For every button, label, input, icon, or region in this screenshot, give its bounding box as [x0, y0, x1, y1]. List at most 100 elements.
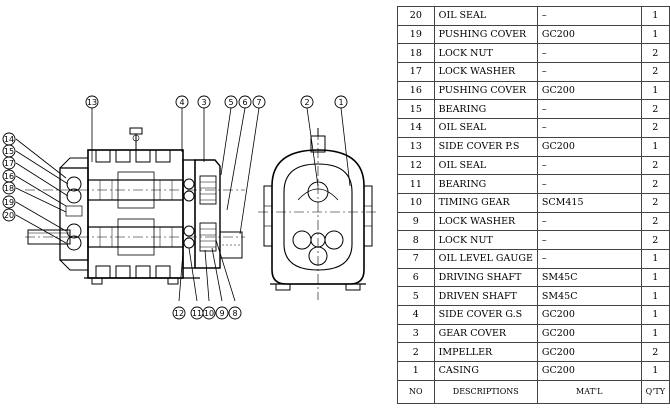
- part-number-cell: 17: [397, 62, 435, 82]
- material-cell: –: [536, 6, 642, 26]
- description-cell: DRIVEN SHAFT: [433, 286, 538, 306]
- material-cell: SM45C: [536, 286, 642, 306]
- quantity-cell: 1: [640, 323, 670, 344]
- description-cell: SIDE COVER P.S: [433, 136, 538, 157]
- part-number-cell: 7: [397, 248, 435, 269]
- material-cell: –: [536, 230, 642, 250]
- description-cell: LOCK NUT: [433, 230, 538, 250]
- material-cell: SM45C: [536, 267, 642, 288]
- callout-circle: [2, 156, 16, 170]
- col-header-descriptions: DESCRIPTIONS: [433, 379, 538, 404]
- table-header-row: NO DESCRIPTIONS MAT'L Q'TY: [397, 379, 670, 404]
- part-number-cell: 15: [397, 99, 435, 120]
- callout-number: 13: [87, 98, 97, 107]
- callout-number: 10: [204, 309, 214, 318]
- callout-number: 2: [304, 98, 309, 107]
- description-cell: LOCK WASHER: [433, 211, 538, 232]
- part-number-cell: 13: [397, 136, 435, 157]
- description-cell: SIDE COVER G.S: [433, 305, 538, 325]
- callout-number: 1: [338, 98, 343, 107]
- description-cell: PUSHING COVER: [433, 80, 538, 101]
- quantity-cell: 2: [640, 43, 670, 64]
- part-number-cell: 10: [397, 192, 435, 213]
- description-cell: CASING: [433, 361, 538, 381]
- callout-number: 5: [228, 98, 233, 107]
- description-cell: OIL SEAL: [433, 155, 538, 176]
- quantity-cell: 2: [640, 155, 670, 176]
- description-cell: OIL SEAL: [433, 6, 538, 26]
- material-cell: –: [536, 118, 642, 138]
- callout-number: 8: [232, 309, 237, 318]
- section-view: [25, 127, 245, 285]
- quantity-cell: 2: [640, 192, 670, 213]
- part-number-cell: 12: [397, 155, 435, 176]
- quantity-cell: 1: [640, 6, 670, 26]
- description-cell: BEARING: [433, 174, 538, 194]
- part-number-cell: 14: [397, 118, 435, 138]
- quantity-cell: 2: [640, 174, 670, 194]
- callout-circle: [202, 306, 216, 320]
- quantity-cell: 1: [640, 80, 670, 101]
- quantity-cell: 1: [640, 24, 670, 45]
- material-cell: –: [536, 155, 642, 176]
- callout-number: 20: [4, 211, 14, 220]
- description-cell: LOCK NUT: [433, 43, 538, 64]
- quantity-cell: 2: [640, 118, 670, 138]
- col-header-quantity: Q'TY: [640, 379, 670, 404]
- material-cell: GC200: [536, 80, 642, 101]
- callout-number: 7: [256, 98, 261, 107]
- material-cell: GC200: [536, 136, 642, 157]
- callout-number: 11: [192, 309, 202, 318]
- part-number-cell: 1: [397, 361, 435, 381]
- description-cell: BEARING: [433, 99, 538, 120]
- material-cell: –: [536, 62, 642, 82]
- quantity-cell: 1: [640, 305, 670, 325]
- quantity-cell: 2: [640, 62, 670, 82]
- description-cell: LOCK WASHER: [433, 62, 538, 82]
- callout-number: 12: [174, 309, 184, 318]
- description-cell: OIL LEVEL GAUGE: [433, 248, 538, 269]
- part-number-cell: 18: [397, 43, 435, 64]
- callout-number: 4: [179, 98, 184, 107]
- col-header-material: MAT'L: [536, 379, 642, 404]
- callout-circle: [175, 95, 189, 109]
- callout-number: 17: [4, 159, 14, 168]
- part-number-cell: 8: [397, 230, 435, 250]
- callout-number: 6: [242, 98, 247, 107]
- material-cell: GC200: [536, 342, 642, 363]
- part-number-cell: 9: [397, 211, 435, 232]
- callout-circle: [172, 306, 186, 320]
- part-number-cell: 20: [397, 6, 435, 26]
- callout-number: 9: [219, 309, 224, 318]
- quantity-cell: 1: [640, 361, 670, 381]
- quantity-cell: 2: [640, 99, 670, 120]
- callout-circle: [197, 95, 211, 109]
- part-number-cell: 19: [397, 24, 435, 45]
- callout-number: 18: [4, 184, 14, 193]
- callout-number: 3: [201, 98, 206, 107]
- part-number-cell: 4: [397, 305, 435, 325]
- description-cell: PUSHING COVER: [433, 24, 538, 45]
- material-cell: –: [536, 174, 642, 194]
- material-cell: GC200: [536, 361, 642, 381]
- material-cell: –: [536, 211, 642, 232]
- description-cell: GEAR COVER: [433, 323, 538, 344]
- quantity-cell: 2: [640, 211, 670, 232]
- quantity-cell: 2: [640, 342, 670, 363]
- callout-circle: [2, 208, 16, 222]
- part-number-cell: 3: [397, 323, 435, 344]
- quantity-cell: 2: [640, 230, 670, 250]
